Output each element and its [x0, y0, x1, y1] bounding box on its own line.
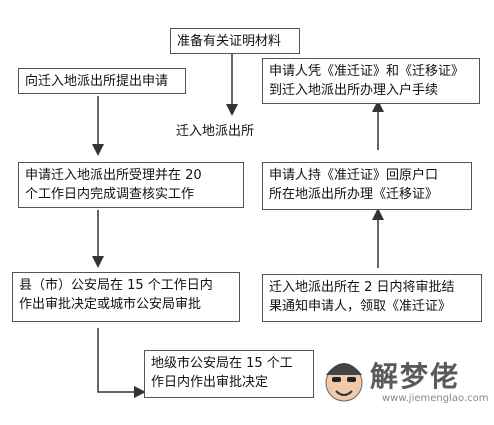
step-accept-and-investigate: 申请迁入地派出所受理并在 20 个工作日内完成调查核实工作 — [18, 162, 244, 208]
step-inbound-station: 迁入地派出所 — [170, 122, 290, 144]
arrow-county-to-prefecture — [97, 328, 146, 398]
step-settle-registration: 申请人凭《准迁证》和《迁移证》 到迁入地派出所办理入户手续 — [262, 58, 480, 104]
step-migration-certificate: 申请人持《准迁证》回原户口 所在地派出所办理《迁移证》 — [262, 162, 472, 210]
watermark-brand: 解梦佬 — [370, 360, 461, 393]
watermark-logo: 解梦佬 www.jiemenglao.com — [318, 349, 488, 419]
mascot-icon — [325, 363, 363, 402]
step-prefecture-approval: 地级市公安局在 15 个工 作日内作出审批决定 — [144, 350, 314, 398]
step-submit-application: 向迁入地派出所提出申请 — [18, 68, 186, 94]
step-county-approval: 县（市）公安局在 15 个工作日内 作出审批决定或城市公安局审批 — [12, 272, 240, 322]
step-prepare-materials: 准备有关证明材料 — [170, 28, 300, 54]
step-notify-applicant: 迁入地派出所在 2 日内将审批结 果通知申请人，领取《准迁证》 — [262, 274, 482, 322]
watermark-url: www.jiemenglao.com — [382, 393, 489, 404]
